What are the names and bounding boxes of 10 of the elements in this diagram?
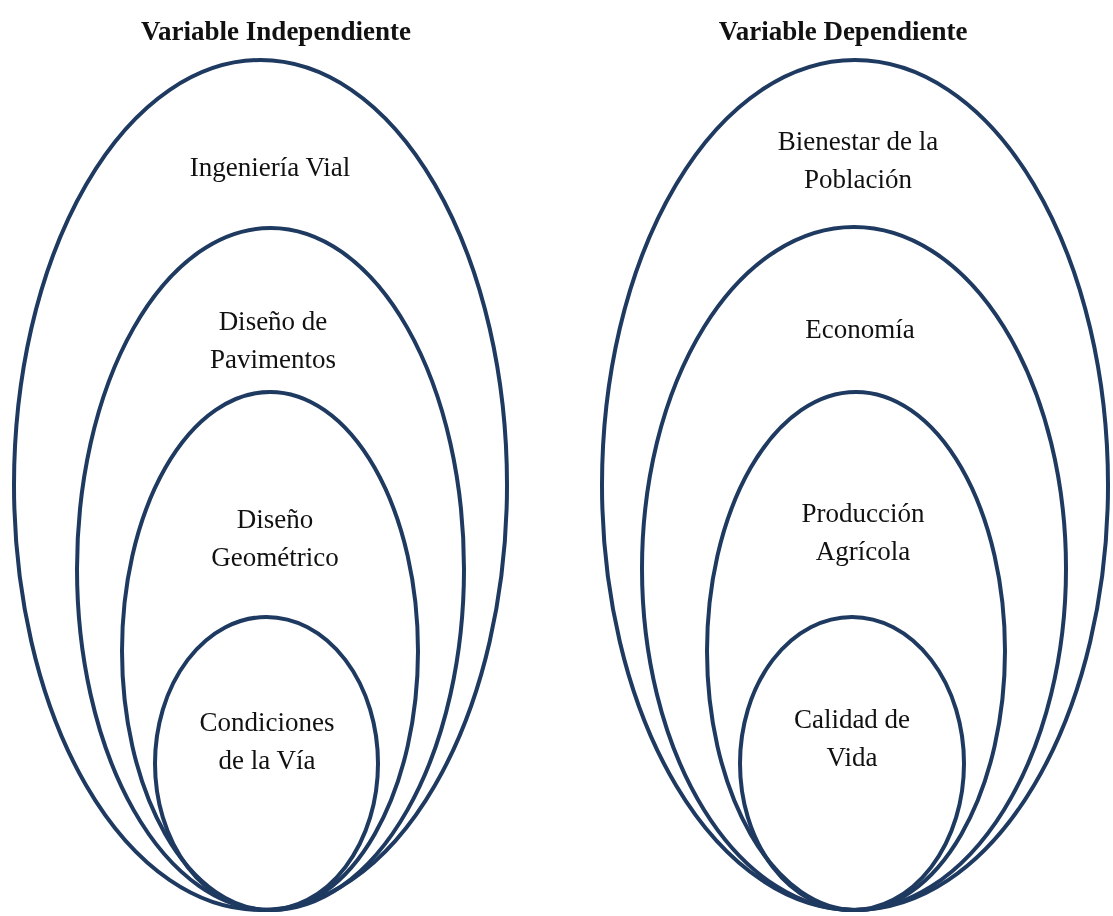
node-label: Diseño Geométrico — [210, 503, 340, 574]
node-label: Producción Agrícola — [800, 497, 926, 568]
node-label: Diseño de Pavimentos — [209, 305, 337, 376]
node-label: Economía — [804, 313, 916, 346]
node-label: Calidad de Vida — [792, 703, 912, 774]
node-label: Ingeniería Vial — [188, 151, 352, 184]
node-label: Condiciones de la Vía — [198, 706, 336, 777]
heading: Variable Independiente — [140, 15, 412, 48]
node-label: Bienestar de la Población — [776, 125, 940, 196]
heading: Variable Dependiente — [717, 15, 969, 48]
